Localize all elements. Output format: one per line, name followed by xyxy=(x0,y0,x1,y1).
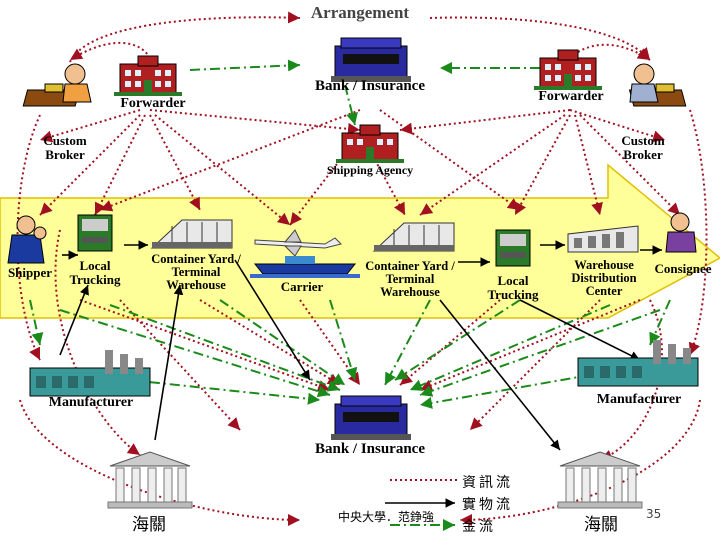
label-carrier: Carrier xyxy=(280,279,324,294)
airplane-icon xyxy=(254,229,342,257)
factory-left xyxy=(29,350,151,397)
label-customs-left: 海關 xyxy=(132,515,166,535)
container-yard-right xyxy=(372,222,455,252)
shipper-figure xyxy=(7,215,47,264)
factory-right xyxy=(577,340,699,387)
label-manufacturer-right: Manufacturer xyxy=(596,392,682,407)
label-warehouse-dc: Warehouse Distribution Center xyxy=(571,258,637,299)
label-local-trucking-right: Local Trucking xyxy=(487,273,539,302)
label-local-trucking-left: Local Trucking xyxy=(69,258,121,287)
bank-bottom-building xyxy=(331,395,411,440)
label-custom-broker-left: Custom Broker xyxy=(43,133,87,162)
label-forwarder-left: Forwarder xyxy=(120,96,186,111)
label-shipper: Shipper xyxy=(7,265,53,280)
legend-goods-flow: 實物流 xyxy=(462,497,513,513)
label-container-yard-right: Container Yard / Terminal Warehouse xyxy=(365,259,455,300)
consignee-figure xyxy=(665,212,697,253)
label-forwarder-right: Forwarder xyxy=(538,89,604,104)
legend-money-flow: 金流 xyxy=(462,519,496,535)
page-number: 35 xyxy=(646,507,662,521)
ship-icon xyxy=(250,256,360,278)
bank-top-building xyxy=(331,37,411,82)
label-consignee: Consignee xyxy=(654,261,712,276)
label-custom-broker-right: Custom Broker xyxy=(621,133,665,162)
goods-flow-band xyxy=(0,163,720,319)
truck-left xyxy=(77,214,113,252)
legend-info-flow: 資訊流 xyxy=(462,475,513,491)
warehouse-dc-building xyxy=(567,225,639,253)
diagram-title: Arrangement xyxy=(310,3,410,22)
truck-right xyxy=(495,229,531,267)
custom-broker-right-figure xyxy=(628,63,687,107)
label-customs-right: 海關 xyxy=(584,515,618,535)
forwarder-left-building xyxy=(114,55,182,96)
label-bank-bottom: Bank / Insurance xyxy=(314,441,426,457)
customs-left-building xyxy=(107,451,193,509)
label-container-yard-left: Container Yard / Terminal Warehouse xyxy=(151,252,241,293)
customs-right-building xyxy=(557,451,643,509)
label-manufacturer-left: Manufacturer xyxy=(48,395,134,410)
custom-broker-left-figure xyxy=(22,63,92,107)
footer-credit: 中央大學．范錚強 xyxy=(338,510,435,524)
forwarder-right-building xyxy=(534,49,602,90)
container-yard-left xyxy=(150,219,233,249)
label-bank-top: Bank / Insurance xyxy=(314,78,426,94)
shipping-agency-building xyxy=(336,124,404,163)
goods-flow-lines xyxy=(59,240,662,508)
label-shipping-agency: Shipping Agency xyxy=(326,163,414,177)
